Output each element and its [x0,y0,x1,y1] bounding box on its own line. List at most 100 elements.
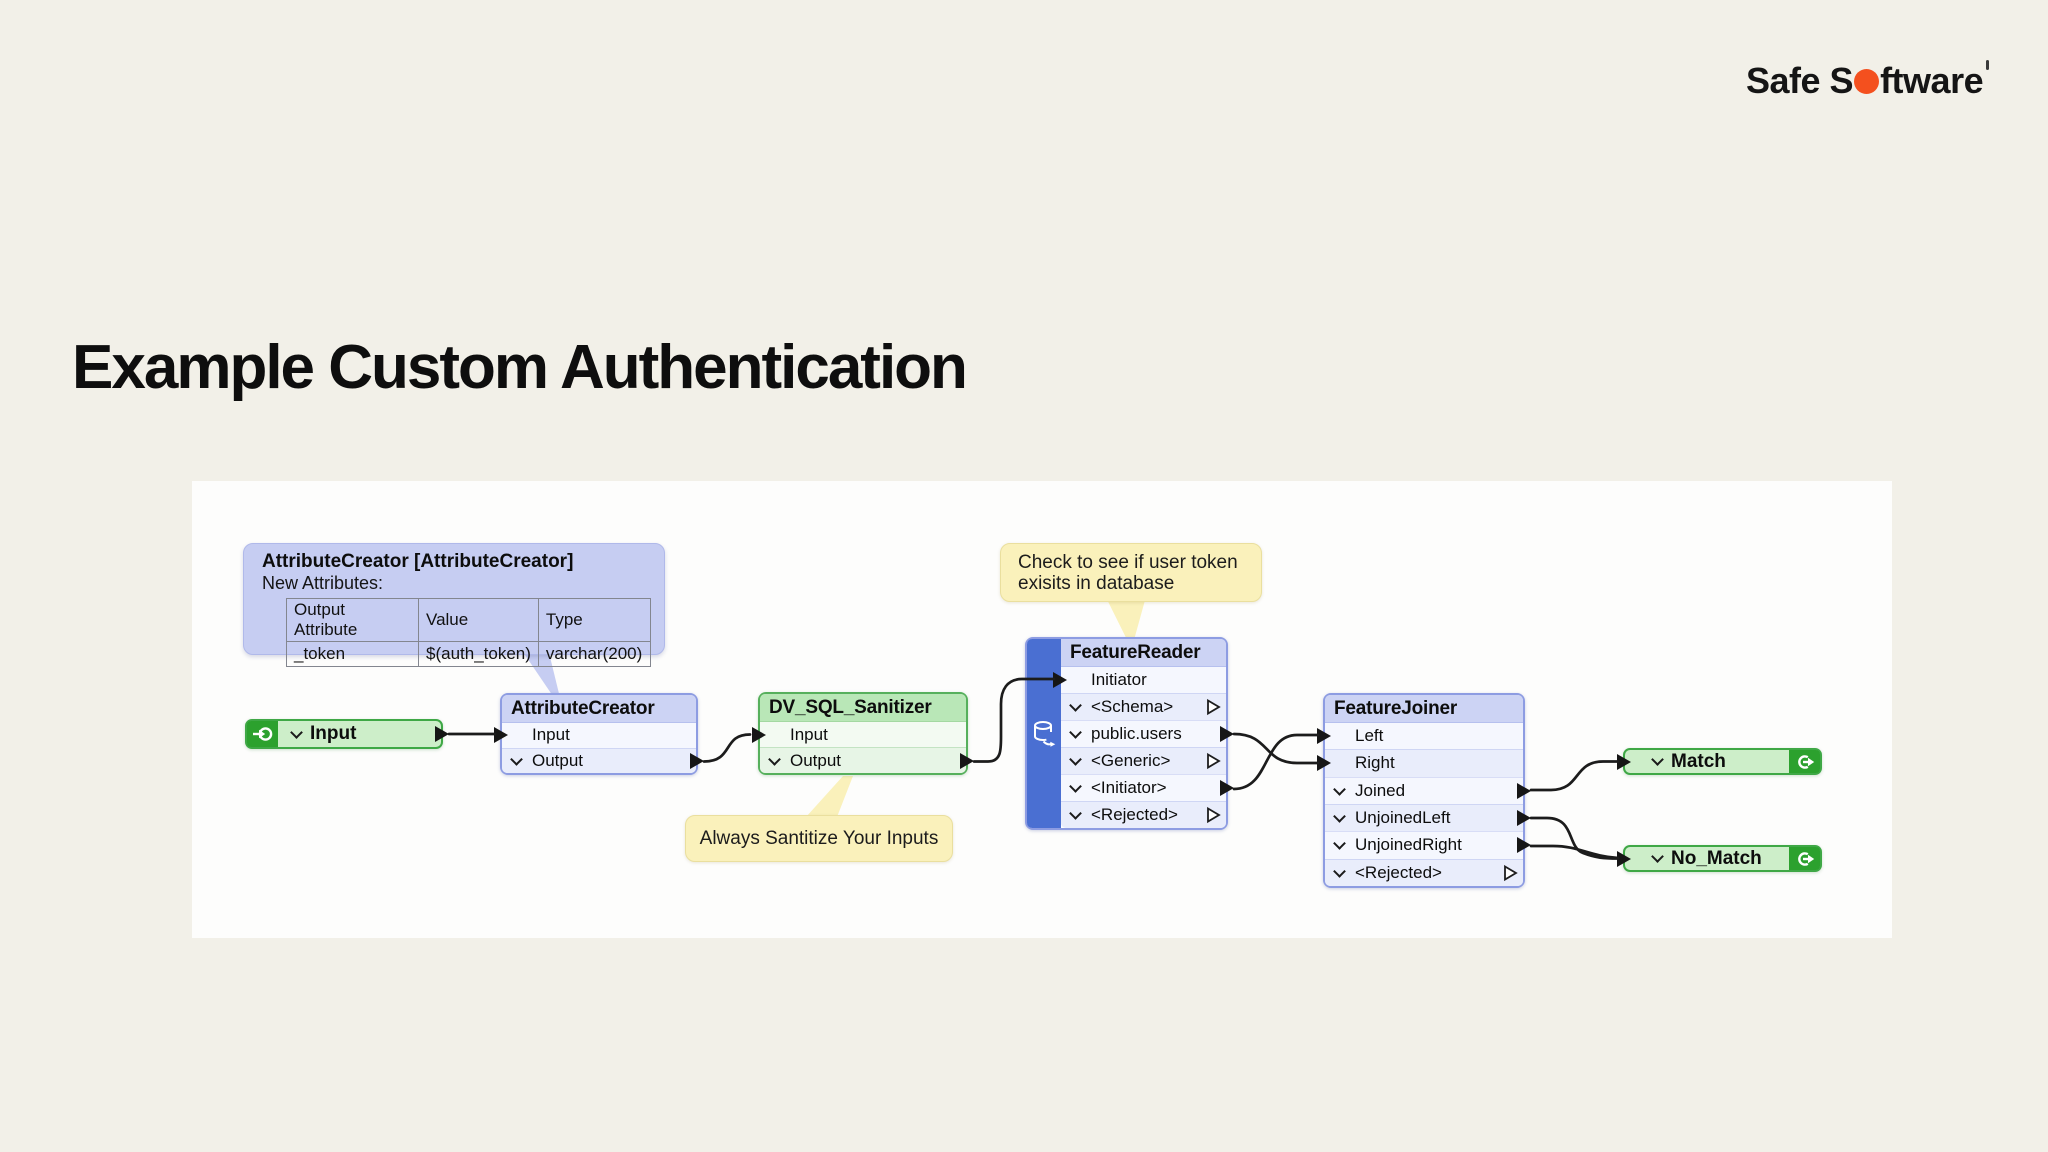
chevron-down-icon [1069,726,1082,739]
col-header: Type [537,598,651,642]
output-port-hollow-icon[interactable] [1206,806,1221,824]
output-port-hollow-icon[interactable] [1503,864,1518,881]
cell-value: $(auth_token) [418,641,539,667]
output-port-icon[interactable] [1517,810,1531,827]
output-destination-icon [1789,750,1820,773]
output-port-icon[interactable] [960,752,974,769]
port-label: <Generic> [1091,751,1171,770]
match-node-label: Match [1671,750,1726,772]
port-row-public-users[interactable]: public.users [1061,720,1234,747]
chevron-down-icon [1651,850,1664,863]
port-row-generic[interactable]: <Generic> [1061,747,1226,774]
port-row-input[interactable]: Input [494,723,696,748]
port-row-unjoined-right[interactable]: UnjoinedRight [1325,831,1531,859]
port-row-initiator-out[interactable]: <Initiator> [1061,774,1234,801]
output-port-icon[interactable] [435,726,449,742]
note-token[interactable]: Check to see if user token exisits in da… [1000,543,1262,602]
col-header: Value [418,598,539,642]
port-label: UnjoinedRight [1355,835,1462,855]
chevron-down-icon [1069,753,1082,766]
port-row-joined[interactable]: Joined [1325,776,1531,804]
arrow-into-circle-icon [252,727,272,741]
note-text-line1: Check to see if user token [1018,552,1238,573]
database-icon [1034,720,1056,747]
note-text: Always Santitize Your Inputs [699,827,939,849]
port-row-unjoined-left[interactable]: UnjoinedLeft [1325,803,1531,832]
port-label: Left [1355,726,1384,746]
input-source-icon [247,721,278,747]
port-row-input[interactable]: Input [752,722,966,747]
output-port-icon[interactable] [1517,837,1531,854]
input-port-icon[interactable] [1617,753,1631,770]
output-port-icon[interactable] [690,752,704,769]
chevron-down-icon [1333,864,1346,878]
port-label: <Schema> [1091,697,1174,716]
input-node[interactable]: Input [245,719,449,749]
output-port-icon[interactable] [1220,726,1234,742]
input-port-icon[interactable] [1053,672,1067,688]
port-label: <Rejected> [1355,862,1442,882]
node-title: FeatureJoiner [1325,695,1523,723]
logo-text-left: Safe S [1746,60,1854,101]
output-port-icon[interactable] [1517,782,1531,799]
input-node-label: Input [310,723,357,744]
page-title: Example Custom Authentication [72,333,968,402]
chevron-down-icon [1333,837,1346,851]
port-row-right[interactable]: Right [1317,749,1523,777]
input-port-icon[interactable] [494,727,508,744]
node-title: DV_SQL_Sanitizer [760,694,966,722]
table-header-row: Output Attribute Value Type [286,598,651,642]
trademark-icon [1986,60,1990,70]
chevron-down-icon [1333,782,1346,796]
port-label: Input [532,725,570,745]
port-label: Right [1355,753,1395,773]
annotation-title: AttributeCreator [AttributeCreator] [262,551,574,572]
port-label: Output [790,750,842,770]
table-row: _token $(auth_token) varchar(200) [286,641,651,667]
port-label: <Rejected> [1091,805,1178,824]
port-row-rejected[interactable]: <Rejected> [1325,858,1523,886]
dv-sql-sanitizer-node[interactable]: DV_SQL_Sanitizer Input Output [752,692,974,775]
port-label: public.users [1091,724,1182,743]
feature-reader-node[interactable]: FeatureReader Initiator <Schema> public.… [1025,637,1234,830]
port-label: <Initiator> [1091,778,1167,797]
feature-joiner-node[interactable]: FeatureJoiner Left Right Joined Unjoined… [1317,693,1531,888]
annotation-subtitle: New Attributes: [262,573,384,593]
input-port-icon[interactable] [752,726,766,743]
new-attributes-table: Output Attribute Value Type _token $(aut… [286,598,651,667]
port-row-output[interactable]: Output [502,747,704,773]
reader-sidebar [1027,639,1061,828]
port-row-rejected[interactable]: <Rejected> [1061,801,1226,828]
output-port-icon[interactable] [1220,780,1234,796]
output-destination-icon [1789,847,1820,870]
port-row-schema[interactable]: <Schema> [1061,693,1226,720]
output-port-hollow-icon[interactable] [1206,752,1221,770]
port-label: Output [532,750,584,770]
no-match-node-label: No_Match [1671,847,1762,869]
port-label: Input [790,724,828,744]
attribute-creator-annotation[interactable]: AttributeCreator [AttributeCreator] New … [243,543,665,667]
port-row-output[interactable]: Output [760,747,974,773]
arrow-out-of-circle-icon [1797,754,1814,769]
output-port-hollow-icon[interactable] [1206,698,1221,716]
input-port-icon[interactable] [1317,755,1331,772]
note-text-line2: exisits in database [1018,573,1175,594]
port-label: UnjoinedLeft [1355,808,1451,828]
input-port-icon[interactable] [1317,728,1331,745]
attribute-creator-node[interactable]: AttributeCreator Input Output [494,693,704,775]
chevron-down-icon [290,725,303,739]
input-port-icon[interactable] [1617,850,1631,867]
col-header: Output Attribute [286,598,419,642]
port-label: Initiator [1091,670,1147,689]
chevron-down-icon [1333,810,1346,823]
cell-output-attribute: _token [286,641,419,667]
match-node[interactable]: Match [1617,748,1822,775]
node-title: AttributeCreator [502,695,696,723]
port-row-left[interactable]: Left [1317,723,1523,750]
port-row-initiator[interactable]: Initiator [1053,667,1226,693]
cell-type: varchar(200) [537,641,651,667]
no-match-node[interactable]: No_Match [1617,845,1822,872]
note-sanitize[interactable]: Always Santitize Your Inputs [685,815,953,862]
chevron-down-icon [510,752,523,766]
